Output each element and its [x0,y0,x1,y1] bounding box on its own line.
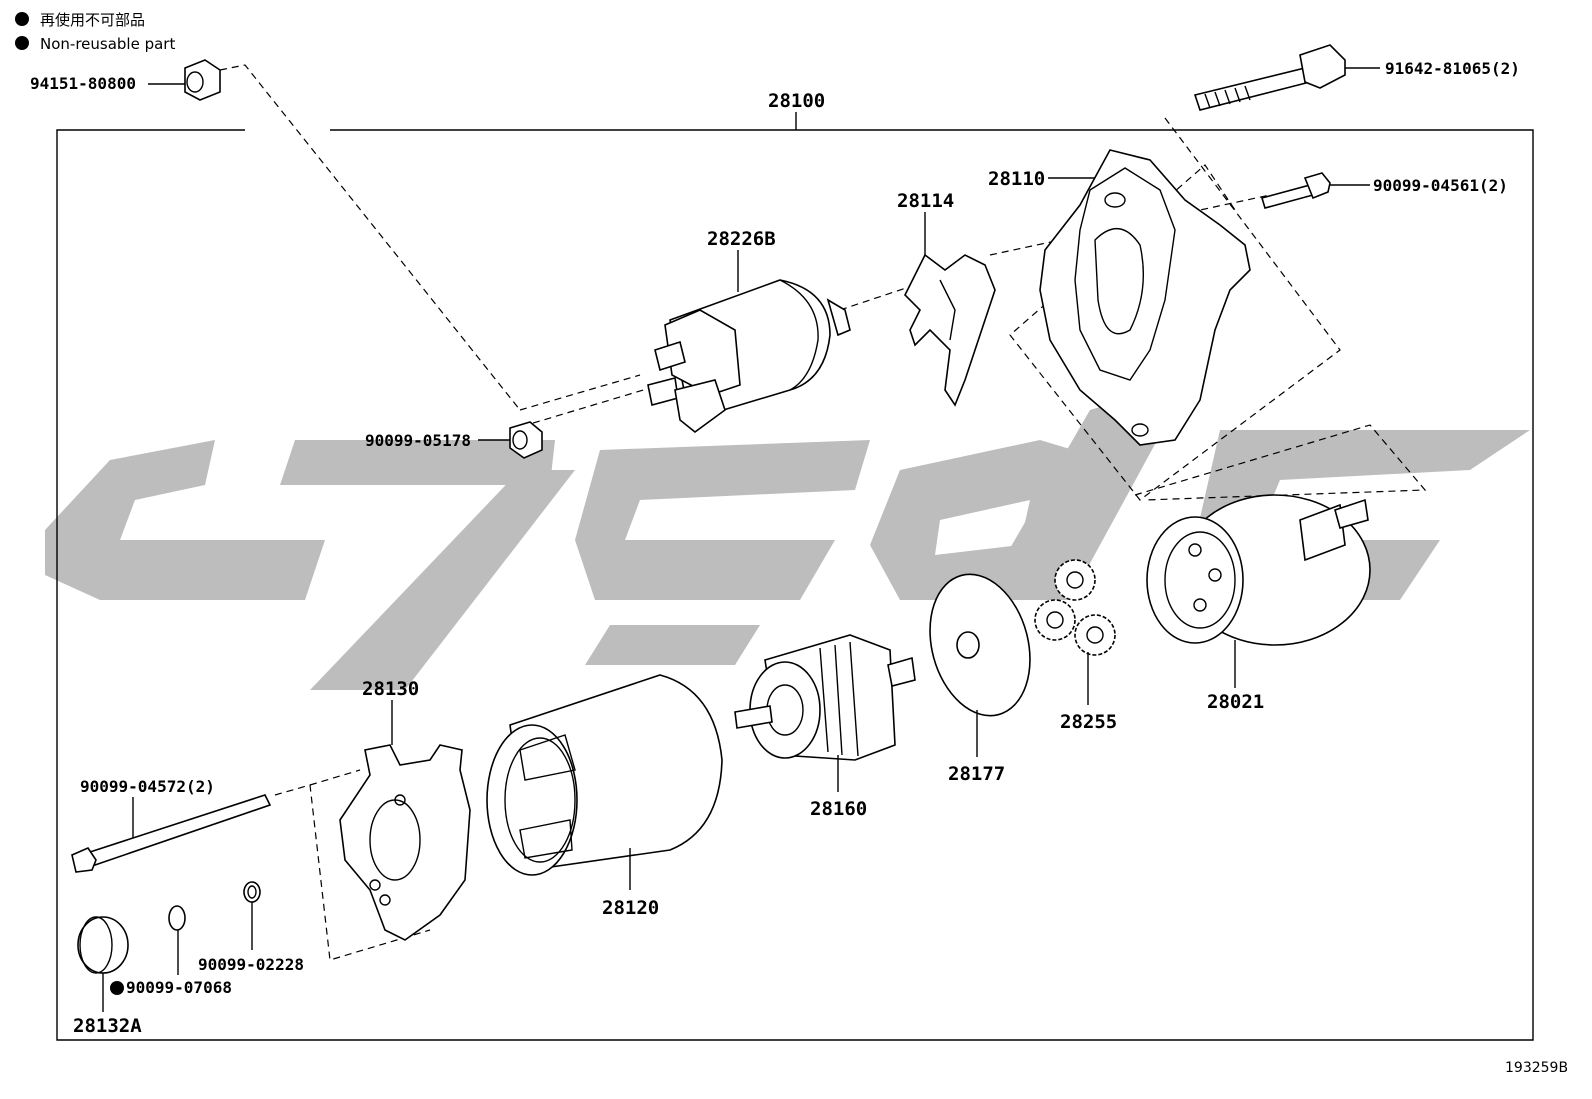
label-28100: 28100 [768,90,825,112]
label-94151-80800: 94151-80800 [30,74,136,93]
part-plate-28177 [929,573,1031,717]
part-yoke-28120 [486,674,723,876]
part-bolt-90099-04561 [1260,172,1331,209]
label-91642-81065: 91642-81065(2) [1385,59,1520,78]
label-28160: 28160 [810,798,867,820]
figure-code: 193259B [1505,1060,1568,1076]
part-armature-28160 [734,634,916,761]
label-28120: 28120 [602,897,659,919]
label-90099-07068: 90099-07068 [126,978,232,997]
assembly-frame [56,112,1534,1041]
label-28110: 28110 [988,168,1045,190]
part-nut-94151 [184,59,221,101]
part-washer-90099-02228 [243,881,261,903]
part-housing-28110 [1039,149,1251,446]
legend-bullet-icon [15,36,29,50]
part-endframe-28130 [339,744,471,941]
part-cap-28132A [77,916,129,974]
legend-en: Non-reusable part [40,35,175,53]
legend: 再使用不可部品 Non-reusable part [15,11,175,53]
label-28130: 28130 [362,678,419,700]
label-28226B: 28226B [707,228,776,250]
part-gears-28255 [1034,559,1116,656]
label-90099-04561: 90099-04561(2) [1373,176,1508,195]
part-nut-90099-05178 [509,421,543,459]
label-90099-02228: 90099-02228 [198,955,304,974]
label-28132A: 28132A [73,1015,142,1037]
part-bolt-90099-04572 [71,794,272,873]
label-28114: 28114 [897,190,954,212]
part-lever-28114 [904,253,996,407]
label-28255: 28255 [1060,711,1117,733]
legend-bullet-icon [15,12,29,26]
part-clutch-28021 [1146,494,1371,646]
label-28177: 28177 [948,763,1005,785]
part-solenoid-28226B [647,279,851,434]
non-reusable-bullet-icon [110,981,124,995]
leader-lines [102,67,1380,1012]
part-clip-90099-07068 [168,905,186,931]
legend-jp: 再使用不可部品 [40,11,145,29]
part-bolt-91642 [1193,44,1346,111]
part-labels: 28100 94151-80800 91642-81065(2) 90099-0… [30,59,1568,1076]
label-90099-05178: 90099-05178 [365,431,471,450]
label-90099-04572: 90099-04572(2) [80,777,215,796]
label-28021: 28021 [1207,691,1264,713]
